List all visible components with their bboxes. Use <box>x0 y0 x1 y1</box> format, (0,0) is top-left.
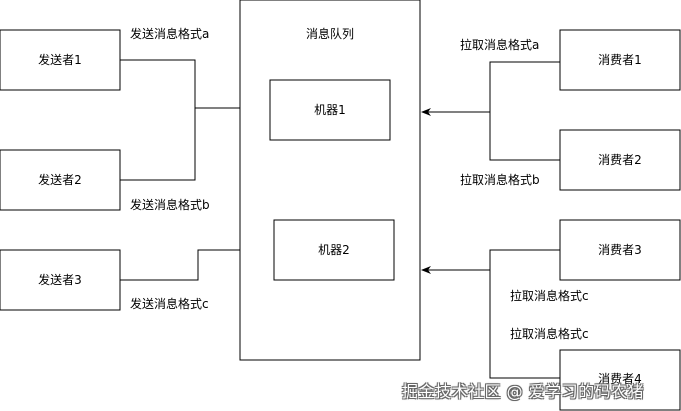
consumer-4-node: 消费者4 <box>559 349 681 411</box>
message-queue-box <box>239 0 421 361</box>
sender-1-box <box>0 29 121 91</box>
consumer-2-label: 消费者2 <box>598 153 642 167</box>
edge-label-send-b: 发送消息格式b <box>130 197 210 212</box>
edge-sender2-queue <box>120 108 196 181</box>
sender-1-label: 发送者1 <box>38 52 82 67</box>
edge-consumer4-queue <box>489 270 560 379</box>
consumer-4-box <box>559 349 681 411</box>
edge-label-pull-b: 拉取消息格式b <box>460 172 540 187</box>
machine-1-box <box>269 79 391 141</box>
sender-2-box <box>0 149 121 211</box>
edge-label-pull-c-2: 拉取消息格式c <box>510 326 589 341</box>
sender-2-node: 发送者2 <box>0 149 121 211</box>
consumer-3-box <box>559 219 681 281</box>
consumer-3-label: 消费者3 <box>598 243 642 257</box>
sender-3-node: 发送者3 <box>0 249 121 311</box>
machine-2-box <box>273 219 395 281</box>
machine-2-node: 机器2 <box>273 219 395 281</box>
consumer-1-node: 消费者1 <box>559 29 681 91</box>
machine-2-label: 机器2 <box>318 243 350 257</box>
machine-1-label: 机器1 <box>314 103 346 117</box>
edge-label-pull-c-1: 拉取消息格式c <box>510 288 589 303</box>
consumer-4-label: 消费者4 <box>598 372 642 386</box>
sender-1-node: 发送者1 <box>0 29 121 91</box>
edge-label-pull-a: 拉取消息格式a <box>460 37 539 52</box>
edge-consumer2-queue <box>489 112 560 161</box>
sender-3-label: 发送者3 <box>38 272 82 287</box>
edge-label-send-a: 发送消息格式a <box>130 26 209 41</box>
message-queue-label: 消息队列 <box>306 26 354 41</box>
edge-sender1-queue <box>120 59 240 109</box>
sender-3-box <box>0 249 121 311</box>
consumer-1-label: 消费者1 <box>598 53 642 67</box>
consumer-2-box <box>559 129 681 191</box>
watermark-text: 掘金技术社区 @ 爱学习的码农猪 <box>402 382 645 401</box>
sender-2-label: 发送者2 <box>38 172 82 187</box>
message-queue-node: 消息队列 <box>239 0 421 361</box>
consumer-1-box <box>559 29 681 91</box>
edge-consumer1-queue <box>489 61 560 112</box>
edge-sender3-queue <box>120 249 240 281</box>
edge-label-send-c: 发送消息格式c <box>130 296 209 311</box>
edge-consumer3-queue <box>489 249 560 270</box>
consumer-2-node: 消费者2 <box>559 129 681 191</box>
consumer-3-node: 消费者3 <box>559 219 681 281</box>
machine-1-node: 机器1 <box>269 79 391 141</box>
